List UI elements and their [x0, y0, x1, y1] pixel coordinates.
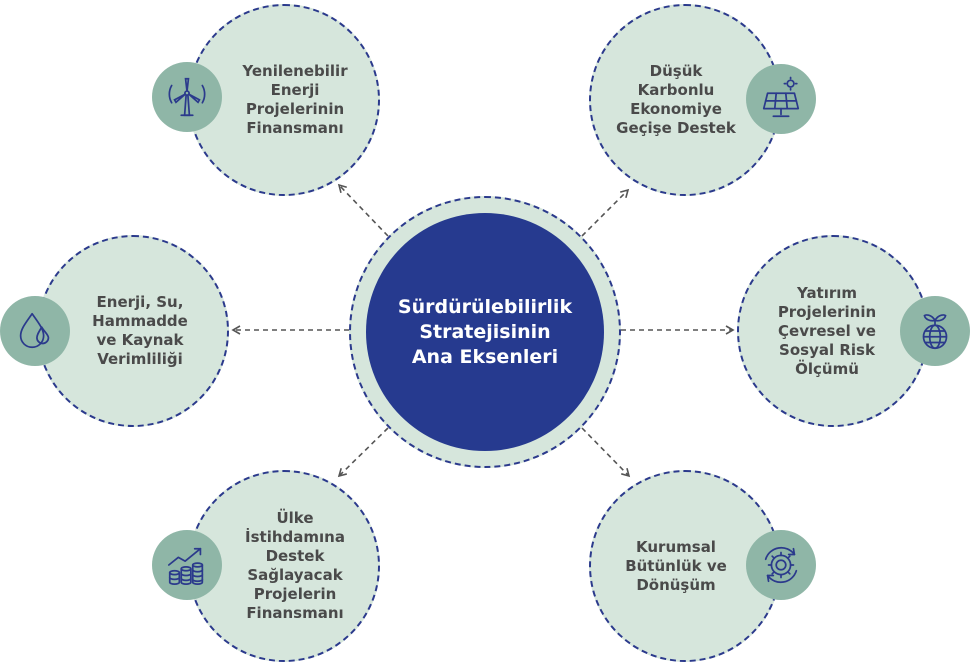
node-low-carbon-label: Düşük Karbonlu Ekonomiye Geçişe Destek — [616, 62, 736, 137]
node-low-carbon: Düşük Karbonlu Ekonomiye Geçişe Destek — [589, 4, 781, 196]
node-renewable: Yenilenebilir Enerji Projelerinin Finans… — [188, 4, 380, 196]
center-hub: Sürdürülebilirlik Stratejisinin Ana Ekse… — [349, 196, 621, 468]
arrow-to-integrity — [581, 427, 631, 478]
node-employment-label: Ülke İstihdamına Destek Sağlayacak Proje… — [245, 509, 345, 622]
growth-coins-icon — [152, 530, 222, 600]
gear-cycle-icon — [746, 530, 816, 600]
solar-panel-icon — [746, 64, 816, 134]
globe-sprout-icon — [900, 296, 970, 366]
node-risk: Yatırım Projelerinin Çevresel ve Sosyal … — [737, 235, 929, 427]
node-risk-label: Yatırım Projelerinin Çevresel ve Sosyal … — [777, 283, 877, 378]
node-integrity-label: Kurumsal Bütünlük ve Dönüşüm — [625, 537, 727, 594]
arrow-to-low-carbon — [581, 188, 630, 237]
node-efficiency-label: Enerji, Su, Hammadde ve Kaynak Verimlili… — [92, 293, 188, 368]
node-employment: Ülke İstihdamına Destek Sağlayacak Proje… — [188, 470, 380, 662]
center-core: Sürdürülebilirlik Stratejisinin Ana Ekse… — [366, 213, 604, 451]
water-drop-icon — [0, 296, 70, 366]
arrow-to-employment — [337, 427, 389, 478]
node-renewable-label: Yenilenebilir Enerji Projelerinin Finans… — [242, 62, 348, 137]
wind-turbine-icon — [152, 62, 222, 132]
node-efficiency: Enerji, Su, Hammadde ve Kaynak Verimlili… — [37, 235, 229, 427]
arrow-to-renewable — [337, 183, 389, 237]
center-title: Sürdürülebilirlik Stratejisinin Ana Ekse… — [397, 295, 573, 368]
